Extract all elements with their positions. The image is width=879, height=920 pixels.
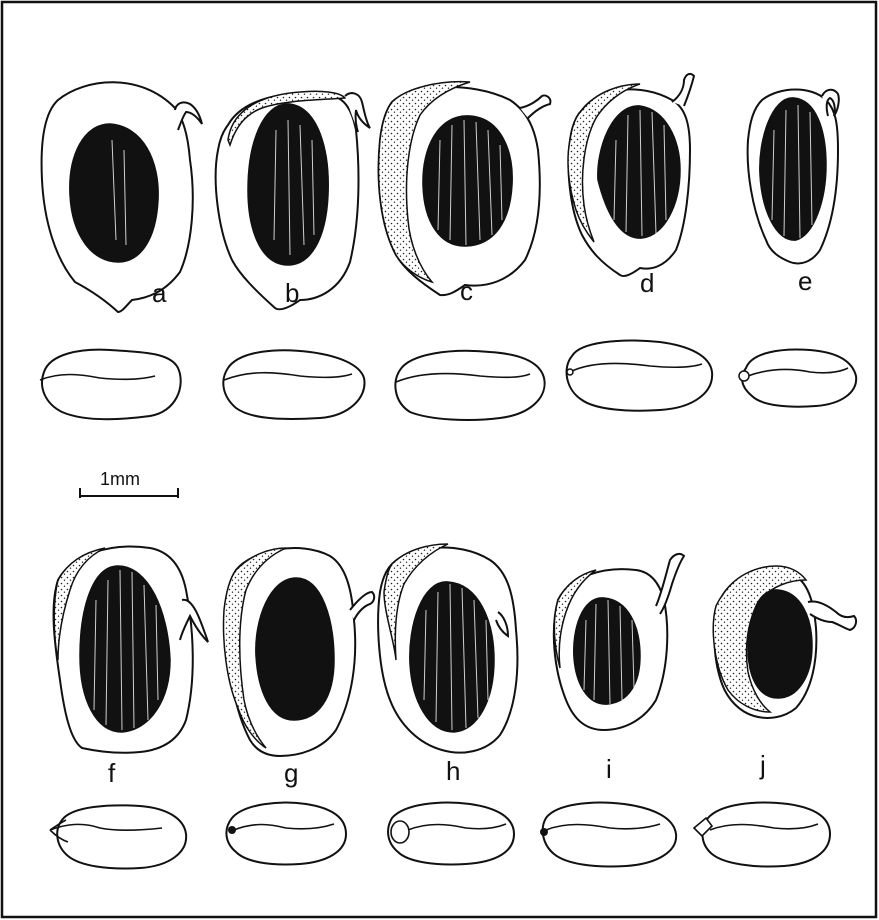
scale-bar-label: 1mm xyxy=(100,469,140,489)
label-g: g xyxy=(284,758,298,788)
grain-view-d xyxy=(567,341,713,411)
seed-section-b xyxy=(216,91,370,309)
label-c: c xyxy=(460,276,473,306)
seed-section-c xyxy=(379,82,551,295)
grain-view-f xyxy=(50,805,186,868)
seed-section-a xyxy=(42,82,202,312)
label-d: d xyxy=(640,268,654,298)
label-b: b xyxy=(285,278,299,308)
scale-bar: 1mm xyxy=(80,469,178,498)
grain-view-a xyxy=(40,350,181,420)
grain-view-c xyxy=(395,351,544,420)
label-h: h xyxy=(446,756,460,786)
grain-view-b xyxy=(223,350,364,419)
grain-view-e xyxy=(739,350,856,407)
grain-view-g xyxy=(226,803,346,865)
label-a: a xyxy=(152,278,167,308)
label-f: f xyxy=(108,758,116,788)
label-e: e xyxy=(798,266,812,296)
label-i: i xyxy=(606,754,612,784)
seed-section-g xyxy=(224,548,375,756)
grain-view-j xyxy=(694,803,830,867)
seed-section-h xyxy=(378,544,517,753)
grain-view-i xyxy=(540,803,676,867)
label-j: j xyxy=(759,750,766,780)
seed-section-i xyxy=(554,554,684,730)
seed-section-d xyxy=(568,74,694,276)
seed-section-j xyxy=(713,566,856,718)
seed-section-f xyxy=(54,547,208,753)
grain-view-h xyxy=(388,803,514,865)
seed-section-e xyxy=(748,90,839,264)
